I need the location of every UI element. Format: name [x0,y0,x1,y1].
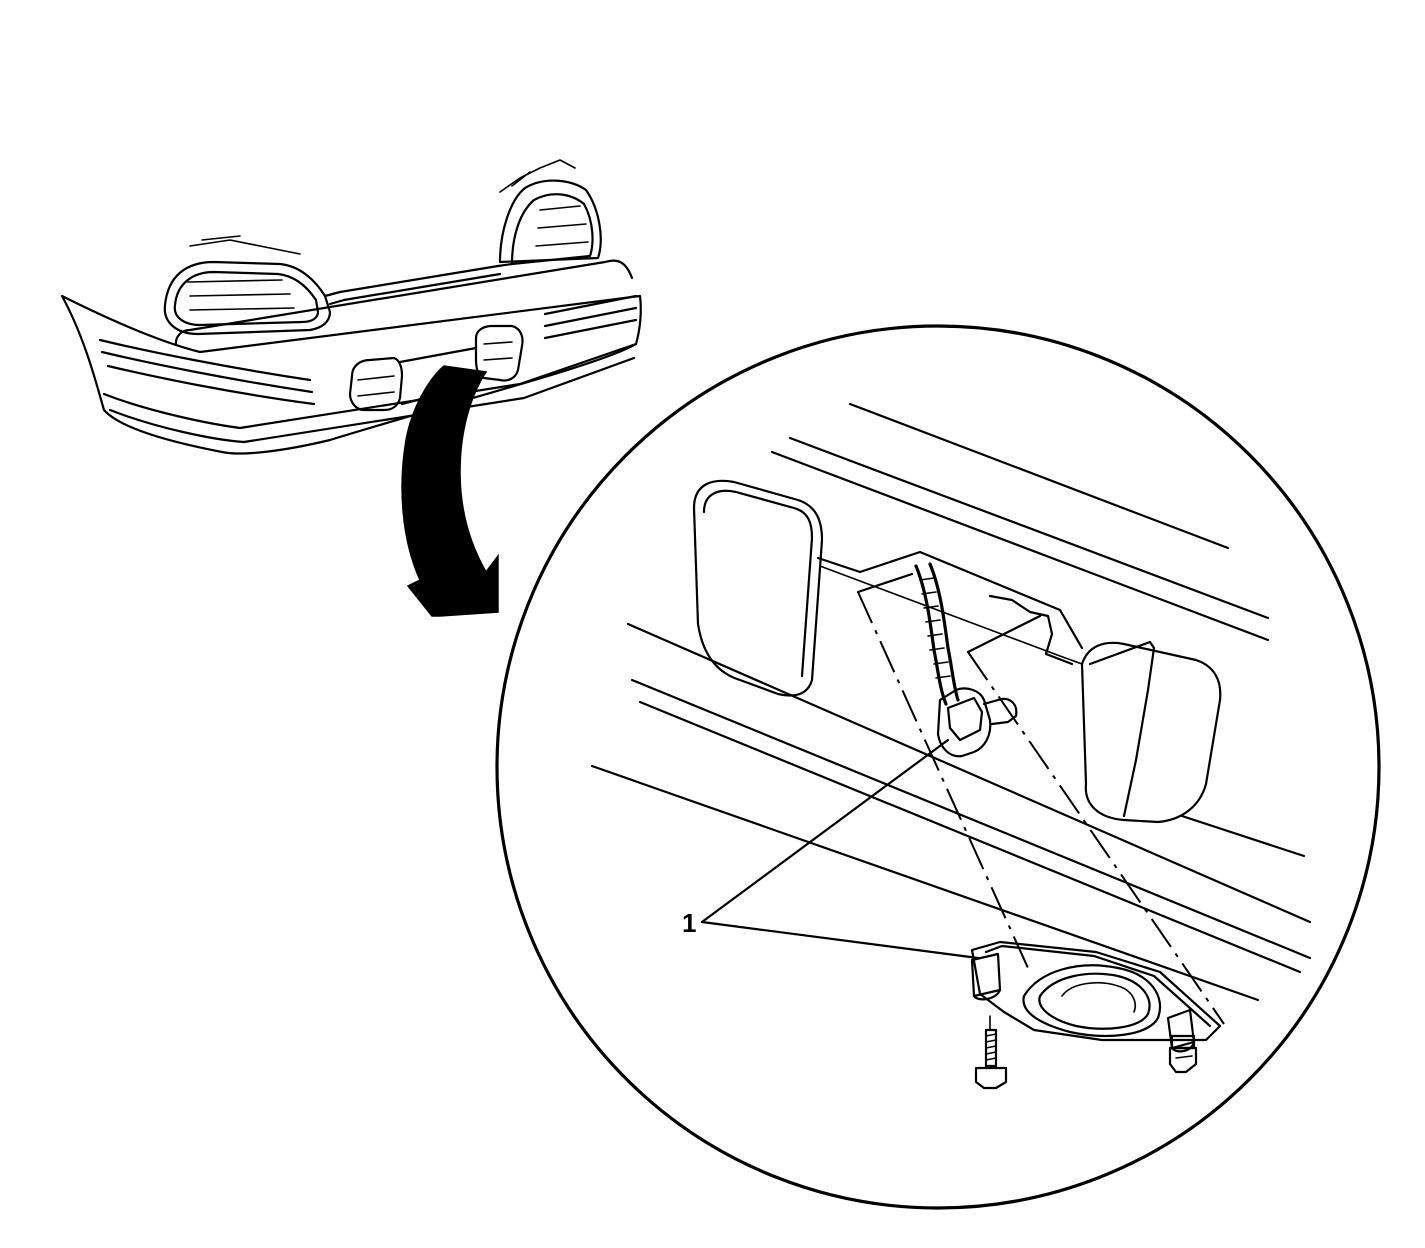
detail-view-contents [590,402,1312,1090]
curved-arrow-icon [401,365,499,617]
callout-1-label: 1 [682,908,696,938]
bumper-overview [60,159,642,455]
